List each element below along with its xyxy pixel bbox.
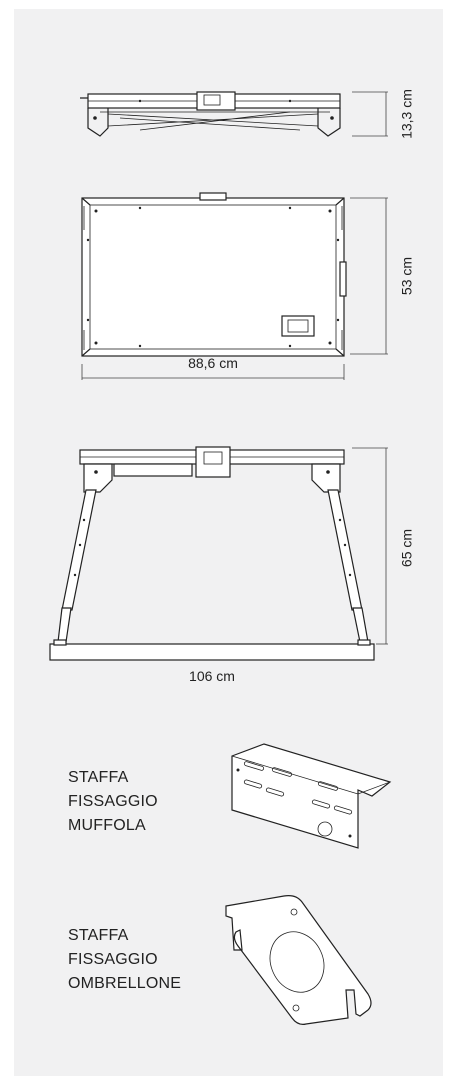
ombrellone-bracket-drawing xyxy=(225,895,372,1025)
label-line: STAFFA xyxy=(68,769,129,786)
accessory-label-ombrellone: STAFFA FISSAGGIO OMBRELLONE xyxy=(68,924,181,996)
dim-width-top: 88,6 cm xyxy=(188,355,238,371)
label-line: FISSAGGIO xyxy=(68,793,158,810)
height-dimension: 65 cm xyxy=(352,447,415,645)
accessory-label-muffola: STAFFA FISSAGGIO MUFFOLA xyxy=(68,766,158,838)
front-view xyxy=(49,446,375,661)
folded-side-view xyxy=(80,91,341,137)
dim-depth: 53 cm xyxy=(399,257,415,295)
label-line: FISSAGGIO xyxy=(68,951,158,968)
height-folded-dimension: 13,3 cm xyxy=(352,89,415,139)
dim-height: 65 cm xyxy=(399,529,415,567)
label-line: OMBRELLONE xyxy=(68,975,182,992)
top-view xyxy=(81,192,347,357)
depth-dimension: 53 cm xyxy=(350,197,415,355)
muffola-bracket-drawing xyxy=(231,743,392,849)
label-line: STAFFA xyxy=(68,927,129,944)
dim-width-base: 106 cm xyxy=(189,668,235,684)
dim-folded-height: 13,3 cm xyxy=(399,89,415,139)
width-top-dimension: 88,6 cm xyxy=(81,355,345,380)
label-line: MUFFOLA xyxy=(68,817,146,834)
